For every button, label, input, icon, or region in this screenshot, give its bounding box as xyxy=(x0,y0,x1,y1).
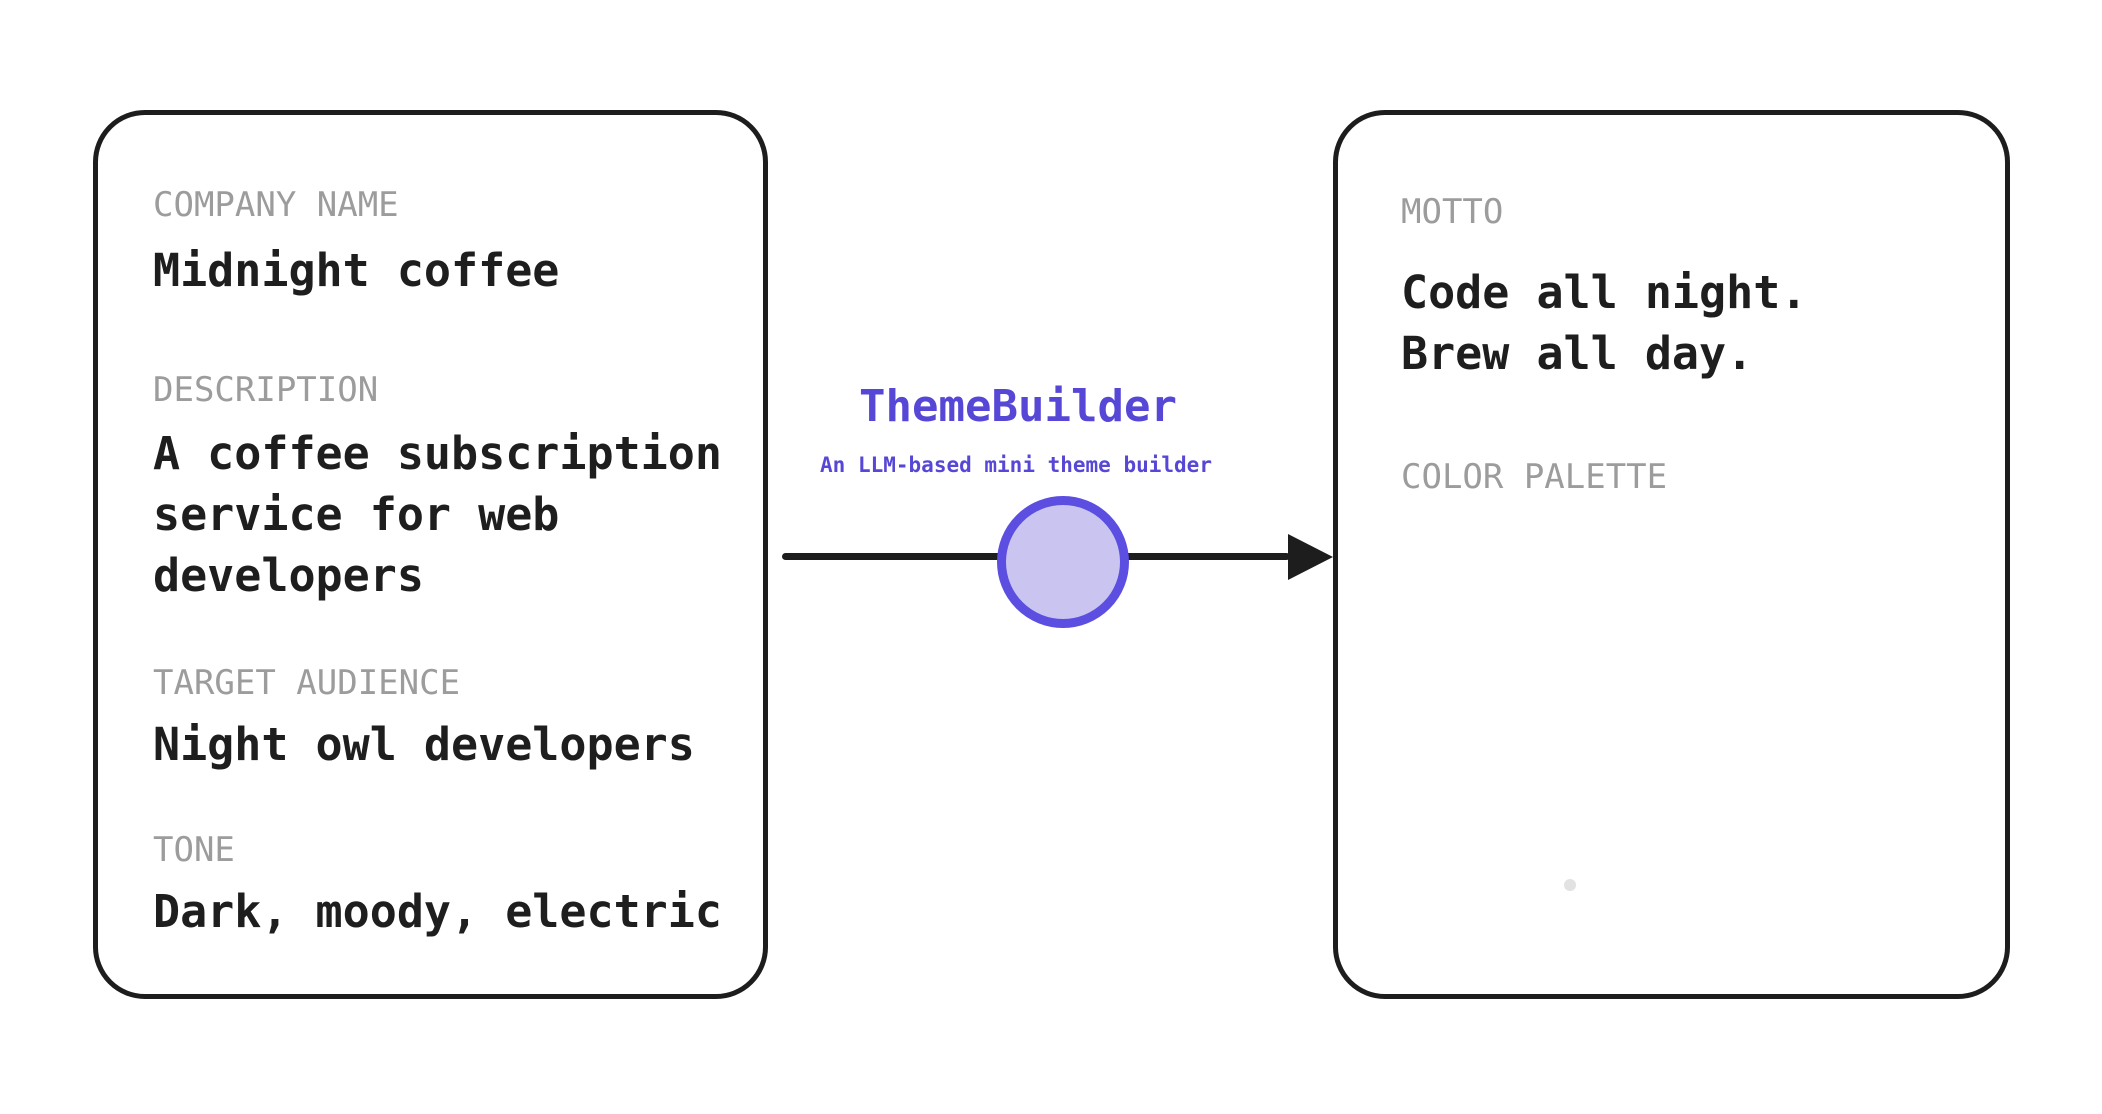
decorative-dot xyxy=(1564,879,1576,891)
arrow-head-icon xyxy=(1288,534,1333,580)
field-value-company-name: Midnight coffee xyxy=(153,244,560,297)
field-value-description: A coffee subscription service for web de… xyxy=(153,427,722,602)
field-label-tone: TONE xyxy=(153,830,235,870)
llm-node-circle xyxy=(997,496,1129,628)
motto-line-1: Code all night. xyxy=(1401,266,1808,319)
field-value-motto: Code all night. Brew all day. xyxy=(1401,262,1807,384)
diagram-title: ThemeBuilder xyxy=(859,381,1177,432)
field-label-color-palette: COLOR PALETTE xyxy=(1401,457,1668,497)
motto-line-2: Brew all day. xyxy=(1401,327,1754,380)
field-label-target-audience: TARGET AUDIENCE xyxy=(153,663,461,703)
output-card: MOTTO Code all night. Brew all day. COLO… xyxy=(1333,110,2010,999)
field-value-tone: Dark, moody, electric xyxy=(153,885,722,938)
input-card: COMPANY NAME Midnight coffee DESCRIPTION… xyxy=(93,110,768,999)
field-label-description: DESCRIPTION xyxy=(153,370,379,410)
field-label-company-name: COMPANY NAME xyxy=(153,185,399,225)
field-value-target-audience: Night owl developers xyxy=(153,718,695,771)
diagram-subtitle: An LLM-based mini theme builder xyxy=(820,453,1212,477)
field-label-motto: MOTTO xyxy=(1401,192,1504,232)
